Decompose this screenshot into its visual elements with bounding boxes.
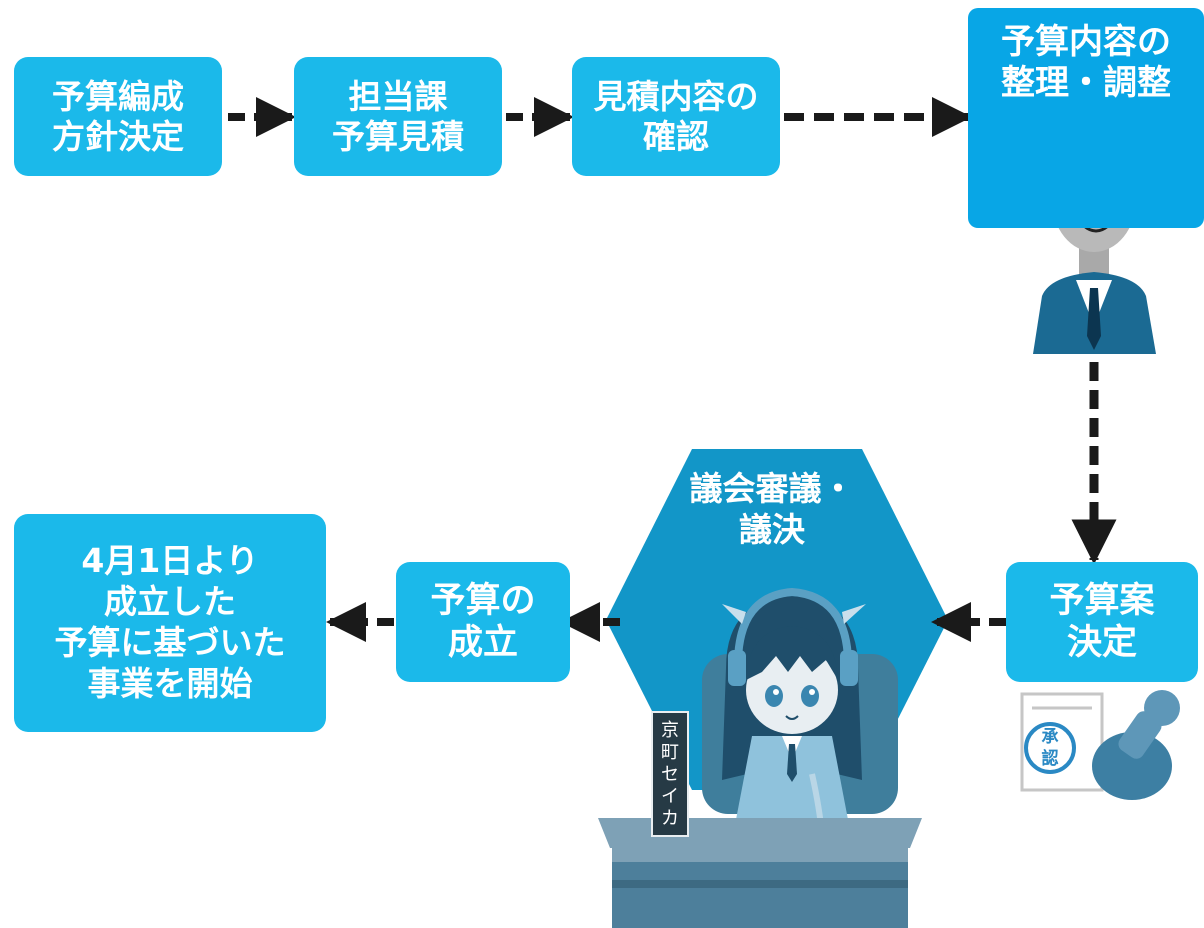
nameplate-char: イ [661,786,679,807]
assembly-character-illustration [702,587,898,837]
step-assembly-deliberation-label: 議会審議・ 議決 [689,469,855,550]
step-budget-establishment: 予算の 成立 [396,562,570,682]
podium [598,818,922,928]
nameplate-char: カ [661,808,679,829]
step-project-start-label: 4月1日より 成立した 予算に基づいた 事業を開始 [54,541,286,703]
step-budget-adjustment: 予算内容の 整理・調整 [968,8,1204,228]
step-department-estimate: 担当課 予算見積 [294,57,502,176]
stamp-text: 承 [1042,727,1059,747]
step-budget-draft-decision-label: 予算案 決定 [1049,581,1155,663]
nameplate-char: セ [661,764,679,785]
nameplate-char: 町 [661,742,679,763]
step-project-start: 4月1日より 成立した 予算に基づいた 事業を開始 [14,514,326,732]
nameplate-text: 京町セイカ [661,720,679,829]
step-estimate-confirmation-label: 見積内容の 確認 [593,76,759,156]
step-budget-adjustment-label: 予算内容の 整理・調整 [1001,22,1171,103]
step-budget-policy: 予算編成 方針決定 [14,57,222,176]
step-estimate-confirmation: 見積内容の 確認 [572,57,780,176]
step-budget-draft-decision: 予算案 決定 [1006,562,1198,682]
nameplate: 京町セイカ [651,711,689,837]
stamp-text-2: 認 [1042,748,1059,769]
step-department-estimate-label: 担当課 予算見積 [332,76,464,156]
step-budget-policy-label: 予算編成 方針決定 [52,76,184,156]
nameplate-char: 京 [661,720,679,741]
approval-stamp-icon: 承 認 [1020,690,1180,800]
step-budget-establishment-label: 予算の 成立 [430,581,536,663]
